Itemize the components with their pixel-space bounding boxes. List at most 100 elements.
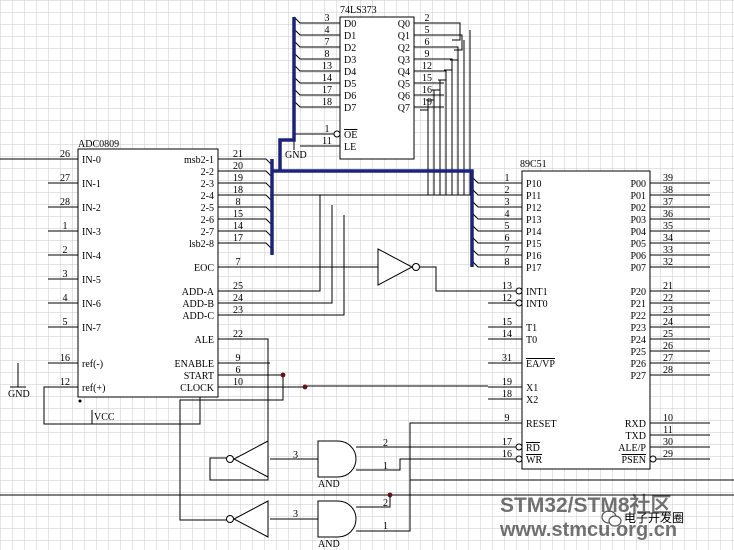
mcu-right-pin-number: 32: [663, 257, 673, 268]
mcu-bus-entry: [471, 248, 488, 256]
latch-bus-entry: [293, 76, 310, 84]
mcu-right-pin-name: P20: [630, 287, 646, 298]
and1-out-pin: 2: [383, 438, 388, 449]
adc-in-pin-name: IN-5: [82, 275, 101, 286]
latch-d-pin-name: D4: [344, 67, 356, 78]
adc-corner-dot: [78, 399, 82, 403]
mcu-right-pin-number: 26: [663, 341, 673, 352]
adc-out-pin-number: 20: [233, 161, 243, 172]
adc-out-pin-name: ENABLE: [175, 359, 214, 370]
mcu-right-pin-number: 35: [663, 221, 673, 232]
latch-d-pin-name: D6: [344, 91, 356, 102]
adc-out-pin-number: 23: [233, 305, 243, 316]
adc-in-pin-number: 28: [60, 197, 70, 208]
watermark-line1: STM32/STM8社区: [500, 493, 672, 517]
latch-d-pin-name: D2: [344, 43, 356, 54]
mcu-left-pin-bubble: [515, 443, 523, 451]
adc-in-pin-number: 5: [63, 317, 68, 328]
adc-in-pin-name: IN-6: [82, 299, 101, 310]
adc-out-pin-number: 24: [233, 293, 243, 304]
mcu-left-pin-name: X2: [526, 395, 538, 406]
vcc-wire: [43, 386, 201, 425]
adc-out-pin-name: 2-3: [201, 179, 214, 190]
inverter-2: [232, 500, 269, 538]
mcu-left-pin-bubble: [515, 299, 523, 307]
latch-d-pin-name: D3: [344, 55, 356, 66]
adc-out-pin-name: START: [184, 371, 214, 382]
adc-out-pin-number: 10: [233, 377, 243, 388]
and-gate-2: [317, 500, 357, 538]
mcu-right-pin-name: PSEN: [622, 455, 646, 466]
latch-d-pin-number: 17: [322, 85, 332, 96]
p1-bus: [272, 169, 474, 267]
adc-bus-entry: [262, 218, 273, 226]
adc-body: [77, 148, 219, 398]
mcu-right-pin-name: P26: [630, 359, 646, 370]
mcu-left-pin-number: 17: [502, 437, 512, 448]
mcu-right-pin-number: 34: [663, 233, 673, 244]
adc-out-pin-name: 2-4: [201, 191, 214, 202]
adc-out-pin-number: 14: [233, 221, 243, 232]
mcu-right-pin-number: 28: [663, 365, 673, 376]
mcu-right-pin-name: P04: [630, 227, 646, 238]
latch-q-pin-name: Q4: [398, 67, 410, 78]
adc-in-pin-name: IN-0: [82, 155, 101, 166]
mcu-chip: 1P102P113P124P135P146P157P168P1713INT112…: [488, 170, 690, 470]
mcu-bus-entry: [471, 200, 488, 208]
mcu-right-pin-number: 25: [663, 329, 673, 340]
latch-d-pin-number: 18: [322, 97, 332, 108]
adc-in-pin-name: IN-3: [82, 227, 101, 238]
inv2-pin: 3: [293, 509, 298, 520]
mcu-right-pin-name: P03: [630, 215, 646, 226]
mcu-left-pin-number: 18: [502, 389, 512, 400]
latch-q-pin-number: 15: [422, 73, 432, 84]
latch-bus-entry: [293, 88, 310, 96]
adc-in-pin-name: IN-7: [82, 323, 101, 334]
and2-label: AND: [318, 539, 340, 550]
adc-bus-entry: [262, 194, 273, 202]
adc-in-pin-number: 16: [60, 353, 70, 364]
vcc-label: VCC: [94, 412, 115, 423]
adc-out-pin-name: ADD-B: [182, 299, 214, 310]
latch-q-pin-number: 5: [425, 25, 430, 36]
and-gate-1: [317, 440, 357, 478]
adc-chip: 26IN-027IN-128IN-21IN-32IN-43IN-54IN-65I…: [48, 148, 262, 398]
inverter-eoc-bubble: [412, 263, 420, 271]
mcu-left-pin-name: P10: [526, 179, 542, 190]
adc-out-pin-number: 25: [233, 281, 243, 292]
latch-bus-entry: [293, 52, 310, 60]
mcu-left-pin-number: 7: [505, 245, 510, 256]
latch-q-pin-number: 19: [422, 97, 432, 108]
mcu-bus-entry: [471, 212, 488, 220]
mcu-left-pin-name: INT0: [526, 299, 548, 310]
adc-out-pin-number: 19: [233, 173, 243, 184]
adc-out-pin-number: 15: [233, 209, 243, 220]
adc-in-pin-number: 12: [60, 377, 70, 388]
mcu-right-pin-name: ALE/P: [618, 443, 646, 454]
mcu-right-pin-number: 39: [663, 173, 673, 184]
inverter-1: [232, 440, 269, 478]
latch-title: 74LS373: [340, 5, 377, 16]
mcu-left-pin-name: P12: [526, 203, 542, 214]
adc-out-pin-name: 2-7: [201, 227, 214, 238]
mcu-left-pin-bubble: [515, 287, 523, 295]
mcu-right-pin-name: P05: [630, 239, 646, 250]
mcu-left-pin-number: 12: [502, 293, 512, 304]
and2-out-wire: [356, 495, 391, 508]
adc-bus-entry: [262, 158, 273, 166]
mcu-right-pin-number: 38: [663, 185, 673, 196]
latch-oe-pin-bubble: [333, 130, 341, 138]
mcu-right-pin-number: 24: [663, 317, 673, 328]
latch-d-pin-number: 14: [322, 73, 332, 84]
adc-in-pin-name: IN-4: [82, 251, 101, 262]
latch-body: [339, 16, 415, 160]
inverter-1-bubble: [226, 455, 234, 463]
wires: [0, 16, 734, 532]
latch-d-pin-number: 4: [325, 25, 330, 36]
mcu-right-pin-name: P07: [630, 263, 646, 274]
adc-in-pin-number: 26: [60, 149, 70, 160]
latch-bus-entry: [293, 64, 310, 72]
mcu-left-pin-name: T0: [526, 335, 537, 346]
latch-q-pin-name: Q3: [398, 55, 410, 66]
mcu-body: [521, 170, 651, 470]
